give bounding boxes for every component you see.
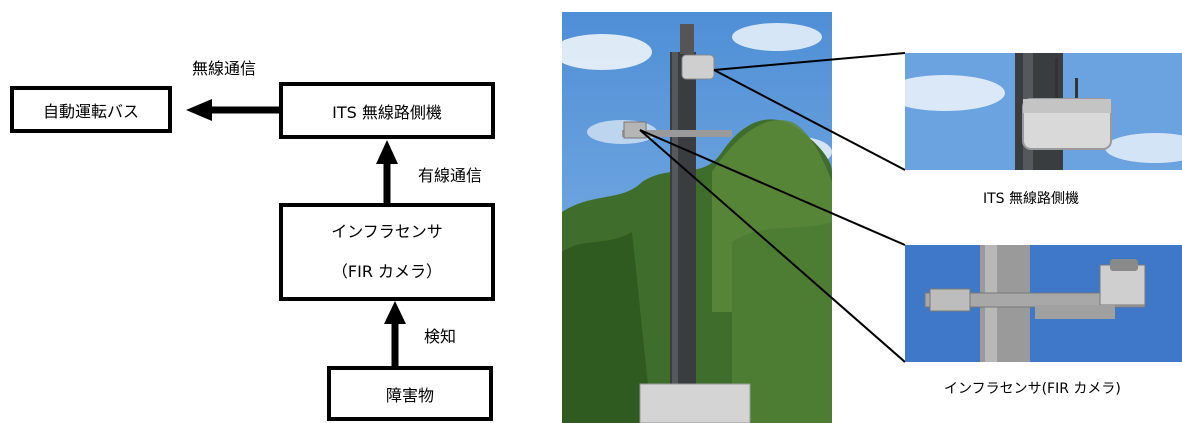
- bus-box: 自動運転バス: [10, 86, 172, 133]
- infra-label-line1: インフラセンサ: [331, 222, 443, 241]
- obstacle-label: 障害物: [385, 385, 434, 405]
- infra-sensor-box: インフラセンサ （FIR カメラ）: [279, 203, 495, 301]
- its-caption: ITS 無線路側機: [983, 191, 1080, 207]
- infra-label-line2: （FIR カメラ）: [331, 262, 443, 281]
- pole-photo: [562, 12, 832, 423]
- wireless-comm-label: 無線通信: [192, 59, 257, 78]
- wired-comm-label: 有線通信: [418, 166, 483, 185]
- arrow-infra-to-its: [376, 140, 398, 203]
- arrow-obstacle-to-infra: [384, 301, 406, 366]
- camera-caption: インフラセンサ(FIR カメラ): [944, 381, 1121, 397]
- obstacle-box: 障害物: [327, 366, 493, 421]
- camera-closeup-photo: [905, 245, 1182, 362]
- detect-label: 検知: [424, 327, 457, 346]
- its-roadside-unit-box: ITS 無線路側機: [279, 82, 495, 139]
- its-label: ITS 無線路側機: [332, 102, 442, 122]
- bus-label: 自動運転バス: [42, 101, 139, 121]
- arrow-its-to-bus: [186, 99, 279, 121]
- flow-arrows: [186, 99, 406, 366]
- its-unit-closeup-photo: [905, 53, 1182, 170]
